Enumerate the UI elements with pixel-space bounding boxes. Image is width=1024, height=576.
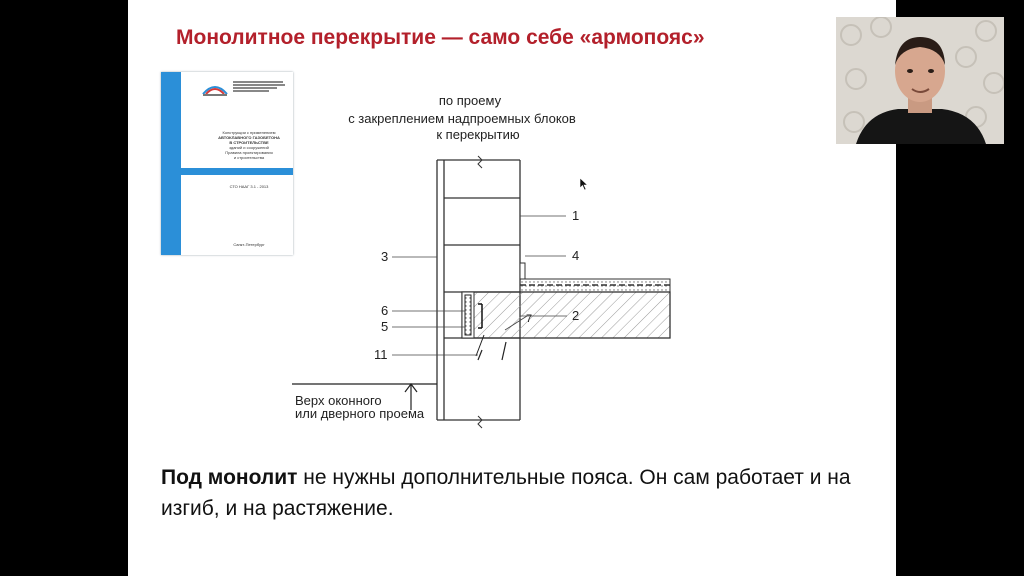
body-rest-text: не нужны дополнительные пояса. Он сам ра… <box>161 466 851 520</box>
callout-label-2: 2 <box>572 308 579 323</box>
cover-standard-code: СТО НААГ 3.1 - 2013 <box>229 184 269 189</box>
cover-blue-stripe <box>161 72 181 255</box>
cover-title-line: АВТОКЛАВНОГО ГАЗОБЕТОНА <box>218 135 280 140</box>
drawing-caption-line3: к перекрытию <box>436 127 520 142</box>
body-bold-phrase: Под монолит <box>161 466 298 489</box>
callout-label-6: 6 <box>381 303 388 318</box>
association-logo-icon <box>202 86 228 96</box>
cover-city: Санкт-Петербург <box>233 242 265 247</box>
cover-title-line: Правила проектирования <box>225 150 273 155</box>
presenter-avatar <box>836 17 1004 144</box>
floor-slab <box>461 262 671 361</box>
standard-document-cover: Конструкции с применением АВТОКЛАВНОГО Г… <box>161 72 293 255</box>
callout-label-1: 1 <box>572 208 579 223</box>
presenter-webcam <box>836 17 1004 144</box>
cover-title-line: Конструкции с применением <box>222 130 276 135</box>
drawing-caption-line2: с закреплением надпроемных блоков <box>348 111 576 126</box>
cover-title-block: Конструкции с применением АВТОКЛАВНОГО Г… <box>209 130 289 160</box>
opening-label-line1: Верх оконного <box>295 393 382 408</box>
slide-title: Монолитное перекрытие — само себе «армоп… <box>176 26 705 49</box>
slide-body-text: Под монолит не нужны дополнительные пояс… <box>161 462 861 524</box>
cover-title-line: В СТРОИТЕЛЬСТВЕ <box>229 140 269 145</box>
callout-label-5: 5 <box>381 319 388 334</box>
callout-label-4: 4 <box>572 248 579 263</box>
mouse-cursor-icon <box>579 177 589 191</box>
callout-lines <box>392 215 567 356</box>
callout-label-3: 3 <box>381 249 388 264</box>
opening-label-line2: или дверного проема <box>295 406 425 421</box>
cover-title-line: и строительства <box>233 155 265 160</box>
callout-label-7: 7 <box>526 313 532 325</box>
cover-title-line: зданий и сооружений <box>229 145 269 150</box>
callout-label-11: 11 <box>374 347 388 362</box>
cover-publisher-text <box>233 80 289 93</box>
opening-top-marker-icon <box>292 383 437 410</box>
presentation-slide: Монолитное перекрытие — само себе «армоп… <box>128 0 896 576</box>
cover-blue-band <box>181 168 293 175</box>
drawing-caption-line1: по проему <box>439 93 502 108</box>
